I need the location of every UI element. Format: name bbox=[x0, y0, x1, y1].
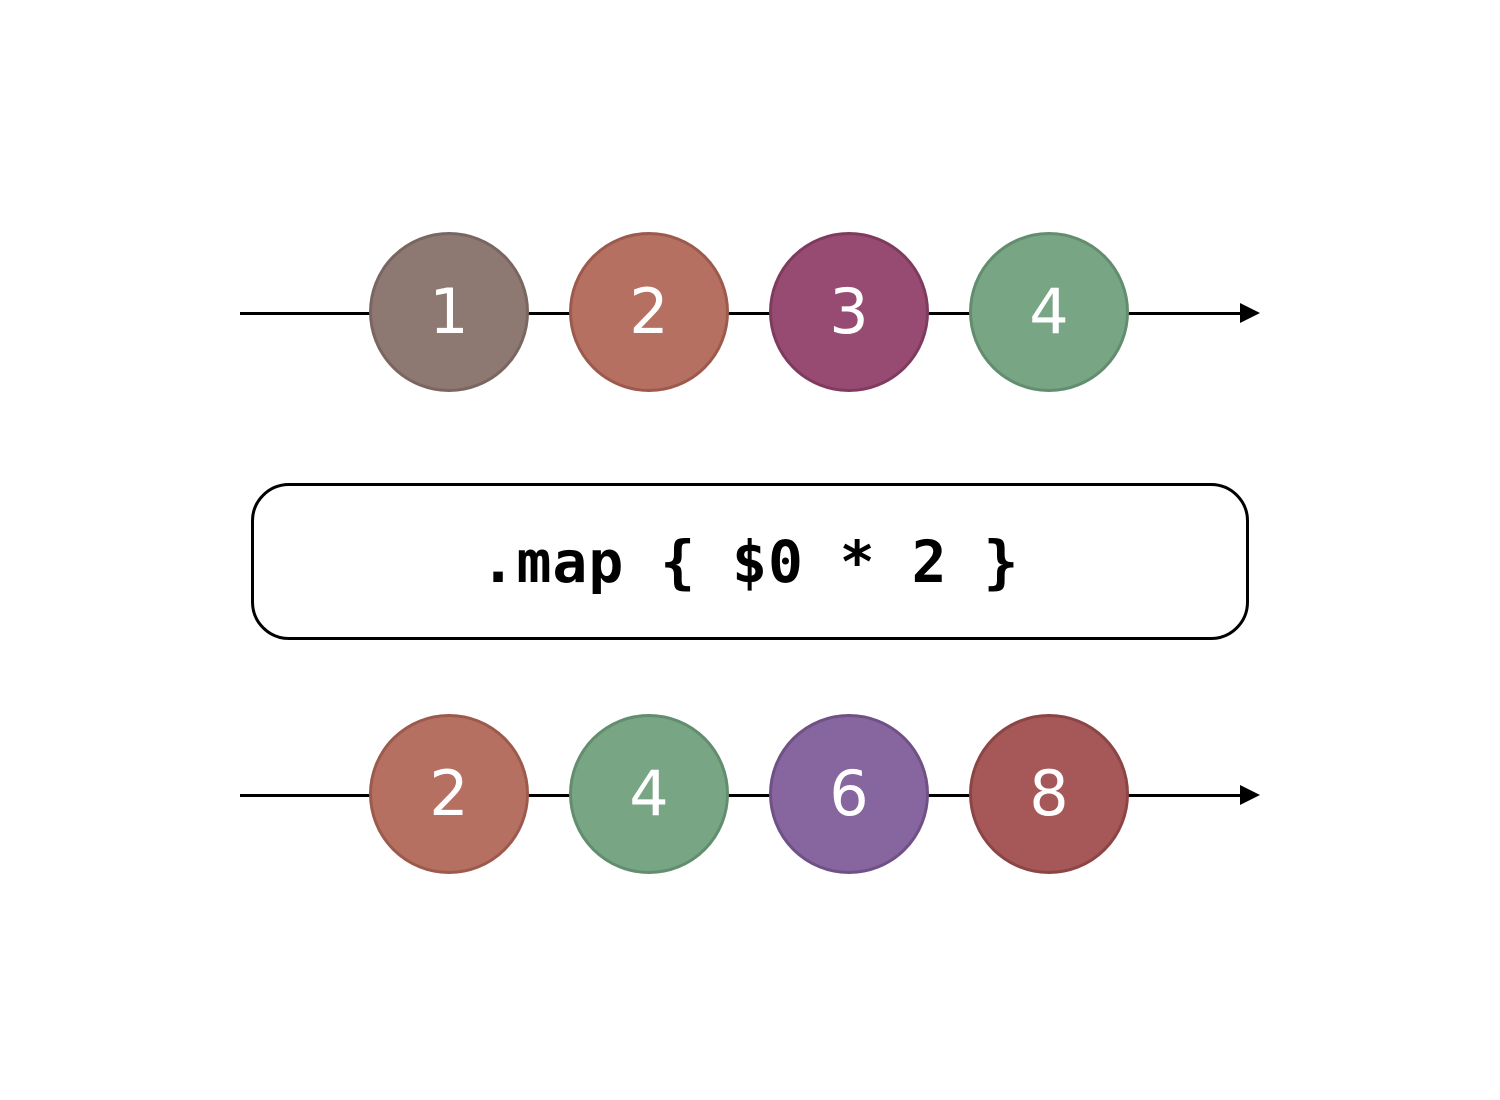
input-timeline-line bbox=[240, 312, 1245, 315]
output-marble: 8 bbox=[969, 714, 1129, 874]
input-marble: 1 bbox=[369, 232, 529, 392]
input-marble: 2 bbox=[569, 232, 729, 392]
operator-box: .map { $0 * 2 } bbox=[251, 483, 1249, 640]
input-marble: 3 bbox=[769, 232, 929, 392]
output-timeline: 2 4 6 8 bbox=[240, 710, 1260, 880]
operator-code: .map { $0 * 2 } bbox=[480, 527, 1020, 596]
input-timeline: 1 2 3 4 bbox=[240, 228, 1260, 398]
input-arrowhead-icon bbox=[1240, 303, 1260, 323]
output-timeline-line bbox=[240, 794, 1245, 797]
input-marble: 4 bbox=[969, 232, 1129, 392]
output-marble: 6 bbox=[769, 714, 929, 874]
output-arrowhead-icon bbox=[1240, 785, 1260, 805]
output-marble: 4 bbox=[569, 714, 729, 874]
output-marble: 2 bbox=[369, 714, 529, 874]
